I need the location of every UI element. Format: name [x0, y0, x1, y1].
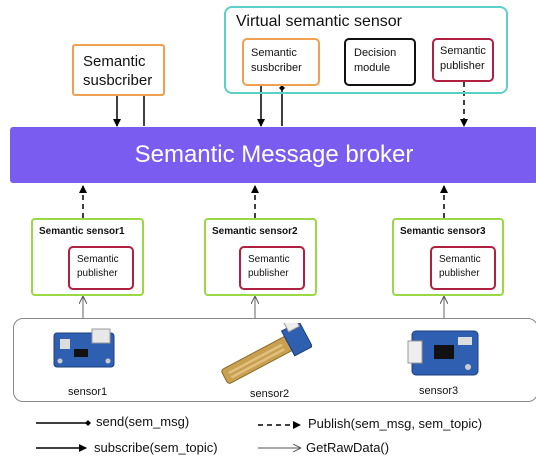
sensor3-publisher-box: Semantic publisher	[430, 246, 496, 290]
virtual-sensor-title: Virtual semantic sensor	[236, 13, 402, 30]
decision-module-box: Decision module	[344, 38, 416, 86]
legend-publish-label: Publish(sem_msg, sem_topic)	[308, 416, 483, 431]
sensor1-board-image	[53, 328, 115, 368]
legend-subscribe-label: subscribe(sem_topic)	[94, 440, 218, 455]
message-broker-label: Semantic Message broker	[134, 141, 414, 168]
sensor3-device-label: sensor3	[419, 385, 459, 397]
semantic-sensor2-box: Semantic sensor2 Semantic publisher	[204, 218, 317, 296]
legend-raw-label: GetRawData()	[306, 440, 390, 455]
sensor3-board-image	[407, 330, 479, 376]
sensor2-publisher-label: Semantic publisher	[248, 254, 290, 279]
virtual-publisher-box: Semantic publisher	[432, 38, 494, 82]
virtual-sensor-box: Virtual semantic sensor Semantic susbcri…	[224, 6, 508, 94]
semantic-sensor1-box: Semantic sensor1 Semantic publisher	[31, 218, 144, 296]
semantic-sensor3-title: Semantic sensor3	[400, 226, 486, 237]
standalone-subscriber-box: Semantic susbcriber	[72, 44, 165, 96]
standalone-subscriber-label: Semantic susbcriber	[83, 53, 153, 89]
sensor2-publisher-box: Semantic publisher	[239, 246, 305, 290]
semantic-sensor3-box: Semantic sensor3 Semantic publisher	[392, 218, 504, 296]
sensor2-board-image	[221, 323, 312, 384]
devices-panel: sensor1 sensor2 sensor3	[13, 318, 536, 402]
semantic-sensor1-title: Semantic sensor1	[39, 226, 125, 237]
message-broker-bar: Semantic Message broker	[10, 127, 536, 183]
virtual-publisher-label: Semantic publisher	[440, 45, 486, 72]
sensor1-publisher-box: Semantic publisher	[68, 246, 134, 290]
virtual-subscriber-box: Semantic susbcriber	[242, 38, 320, 86]
sensor1-device-label: sensor1	[68, 386, 108, 398]
sensor2-device-label: sensor2	[250, 388, 290, 400]
sensor1-publisher-label: Semantic publisher	[77, 254, 119, 279]
virtual-subscriber-label: Semantic susbcriber	[251, 47, 302, 74]
decision-module-label: Decision module	[354, 47, 397, 74]
legend-send-label: send(sem_msg)	[96, 414, 190, 429]
sensor3-publisher-label: Semantic publisher	[439, 254, 481, 279]
semantic-sensor2-title: Semantic sensor2	[212, 226, 298, 237]
